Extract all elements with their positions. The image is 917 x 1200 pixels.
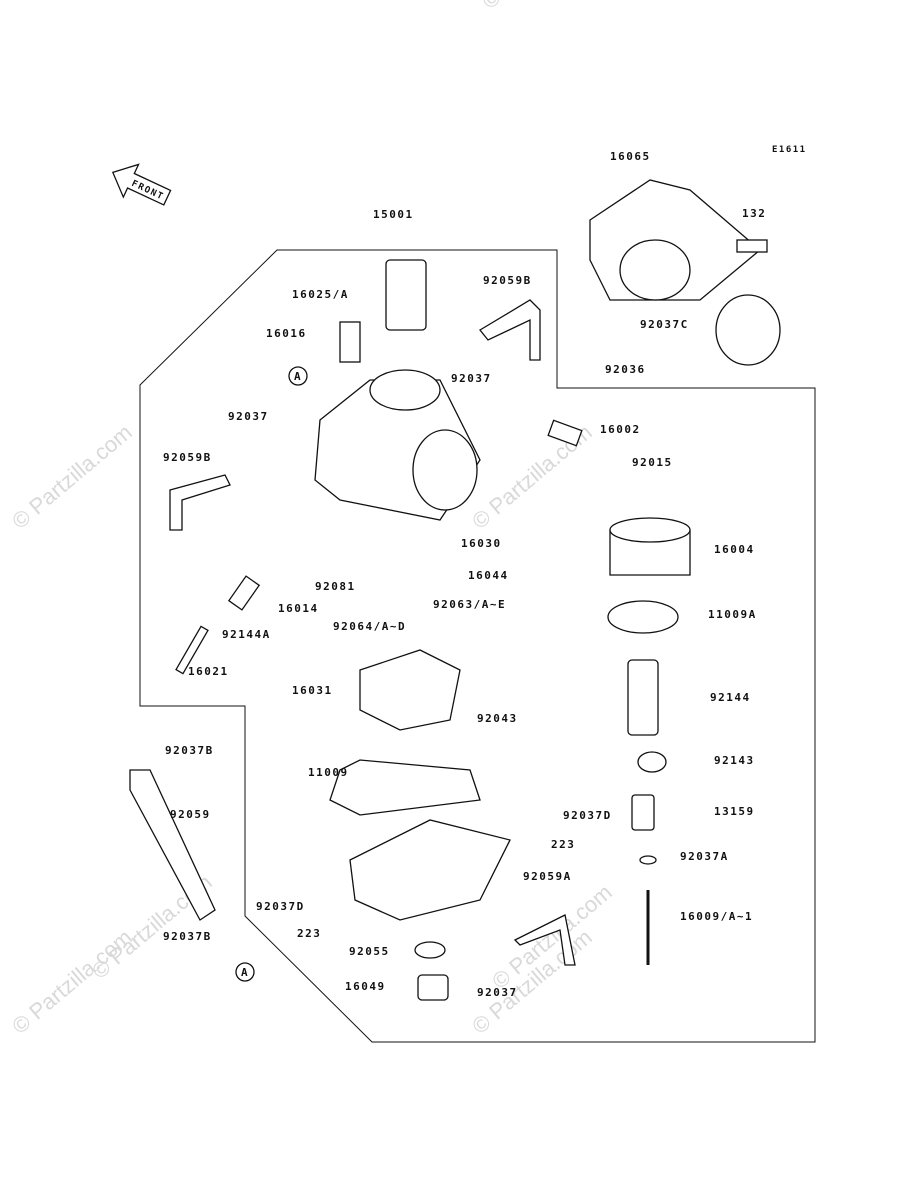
reference-circle <box>288 366 308 386</box>
callout-92037D: 92037D <box>563 809 612 822</box>
callout-132: 132 <box>742 207 766 220</box>
callout-16025-A: 16025/A <box>292 288 349 301</box>
callout-13159: 13159 <box>714 805 755 818</box>
reference-mark: A <box>241 966 249 979</box>
callout-223: 223 <box>297 927 321 940</box>
callout-92081: 92081 <box>315 580 356 593</box>
callout-92059: 92059 <box>170 808 211 821</box>
callout-16014: 16014 <box>278 602 319 615</box>
callout-labels: 15001 16065 132 16025/A 92059B 16016 92037C 920… <box>163 150 766 999</box>
callout-223: 223 <box>551 838 575 851</box>
watermark: © Partzilla.com <box>7 419 137 533</box>
callout-92143: 92143 <box>714 754 755 767</box>
callout-92015: 92015 <box>632 456 673 469</box>
callout-92064-A-D: 92064/A~D <box>333 620 406 633</box>
reference-mark: A <box>294 370 302 383</box>
callout-92059A: 92059A <box>523 870 572 883</box>
callout-16002: 16002 <box>600 423 641 436</box>
callout-16004: 16004 <box>714 543 755 556</box>
callout-92063-A-E: 92063/A~E <box>433 598 506 611</box>
callout-92144: 92144 <box>710 691 751 704</box>
callout-92037C: 92037C <box>640 318 689 331</box>
callout-92055: 92055 <box>349 945 390 958</box>
callout-11009A: 11009A <box>708 608 757 621</box>
callout-16044: 16044 <box>468 569 509 582</box>
callout-16065: 16065 <box>610 150 651 163</box>
callout-16031: 16031 <box>292 684 333 697</box>
reference-circle <box>235 962 255 982</box>
callout-16021: 16021 <box>188 665 229 678</box>
part-shapes <box>129 179 781 1001</box>
callout-92043: 92043 <box>477 712 518 725</box>
callout-92037A: 92037A <box>680 850 729 863</box>
callout-92037: 92037 <box>228 410 269 423</box>
reference-marks: AA <box>235 366 308 982</box>
callout-16009-A-1: 16009/A~1 <box>680 910 753 923</box>
callout-15001: 15001 <box>373 208 414 221</box>
callout-92037B: 92037B <box>163 930 212 943</box>
callout-92037B: 92037B <box>165 744 214 757</box>
callout-16030: 16030 <box>461 537 502 550</box>
callout-92036: 92036 <box>605 363 646 376</box>
callout-92037: 92037 <box>477 986 518 999</box>
callout-92144A: 92144A <box>222 628 271 641</box>
callout-11009: 11009 <box>308 766 349 779</box>
callout-92059B: 92059B <box>163 451 212 464</box>
front-arrow: FRONT <box>111 163 172 206</box>
callout-92059B: 92059B <box>483 274 532 287</box>
callout-16049: 16049 <box>345 980 386 993</box>
watermarks: © Partzilla.com© Partzilla.com© Partzill… <box>7 0 617 1039</box>
assembly-boundary <box>139 249 816 1043</box>
callout-16016: 16016 <box>266 327 307 340</box>
watermark: © Partzilla.com <box>477 0 607 14</box>
callout-92037: 92037 <box>451 372 492 385</box>
callout-92037D: 92037D <box>256 900 305 913</box>
diagram-code: E1611 <box>772 145 807 155</box>
